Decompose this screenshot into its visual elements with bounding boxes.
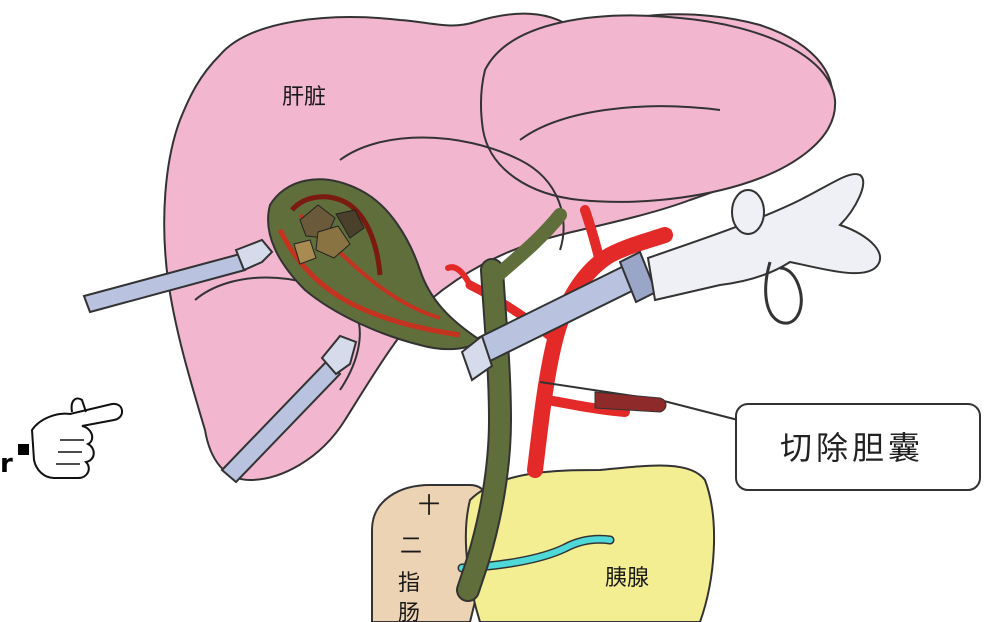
pancreas-label: 胰腺: [605, 566, 649, 591]
clip-applier-wheel: [732, 190, 764, 234]
liver-label: 肝脏: [282, 85, 326, 110]
marker-letter: r: [0, 449, 13, 479]
callout-box: 切除胆囊: [736, 404, 980, 490]
marker-square: [18, 444, 29, 455]
duodenum-label-2: 二: [400, 534, 422, 559]
callout-label: 切除胆囊: [780, 429, 924, 467]
pointing-hand-icon: [32, 399, 122, 479]
duodenum-label-3: 指: [398, 571, 420, 596]
liver-right-lobe: [481, 16, 835, 202]
duodenum-label-4: 肠: [398, 601, 420, 622]
pointer-marker: [595, 392, 666, 412]
left-marker: r: [0, 399, 122, 480]
duodenum-label-1: 十: [418, 494, 440, 519]
